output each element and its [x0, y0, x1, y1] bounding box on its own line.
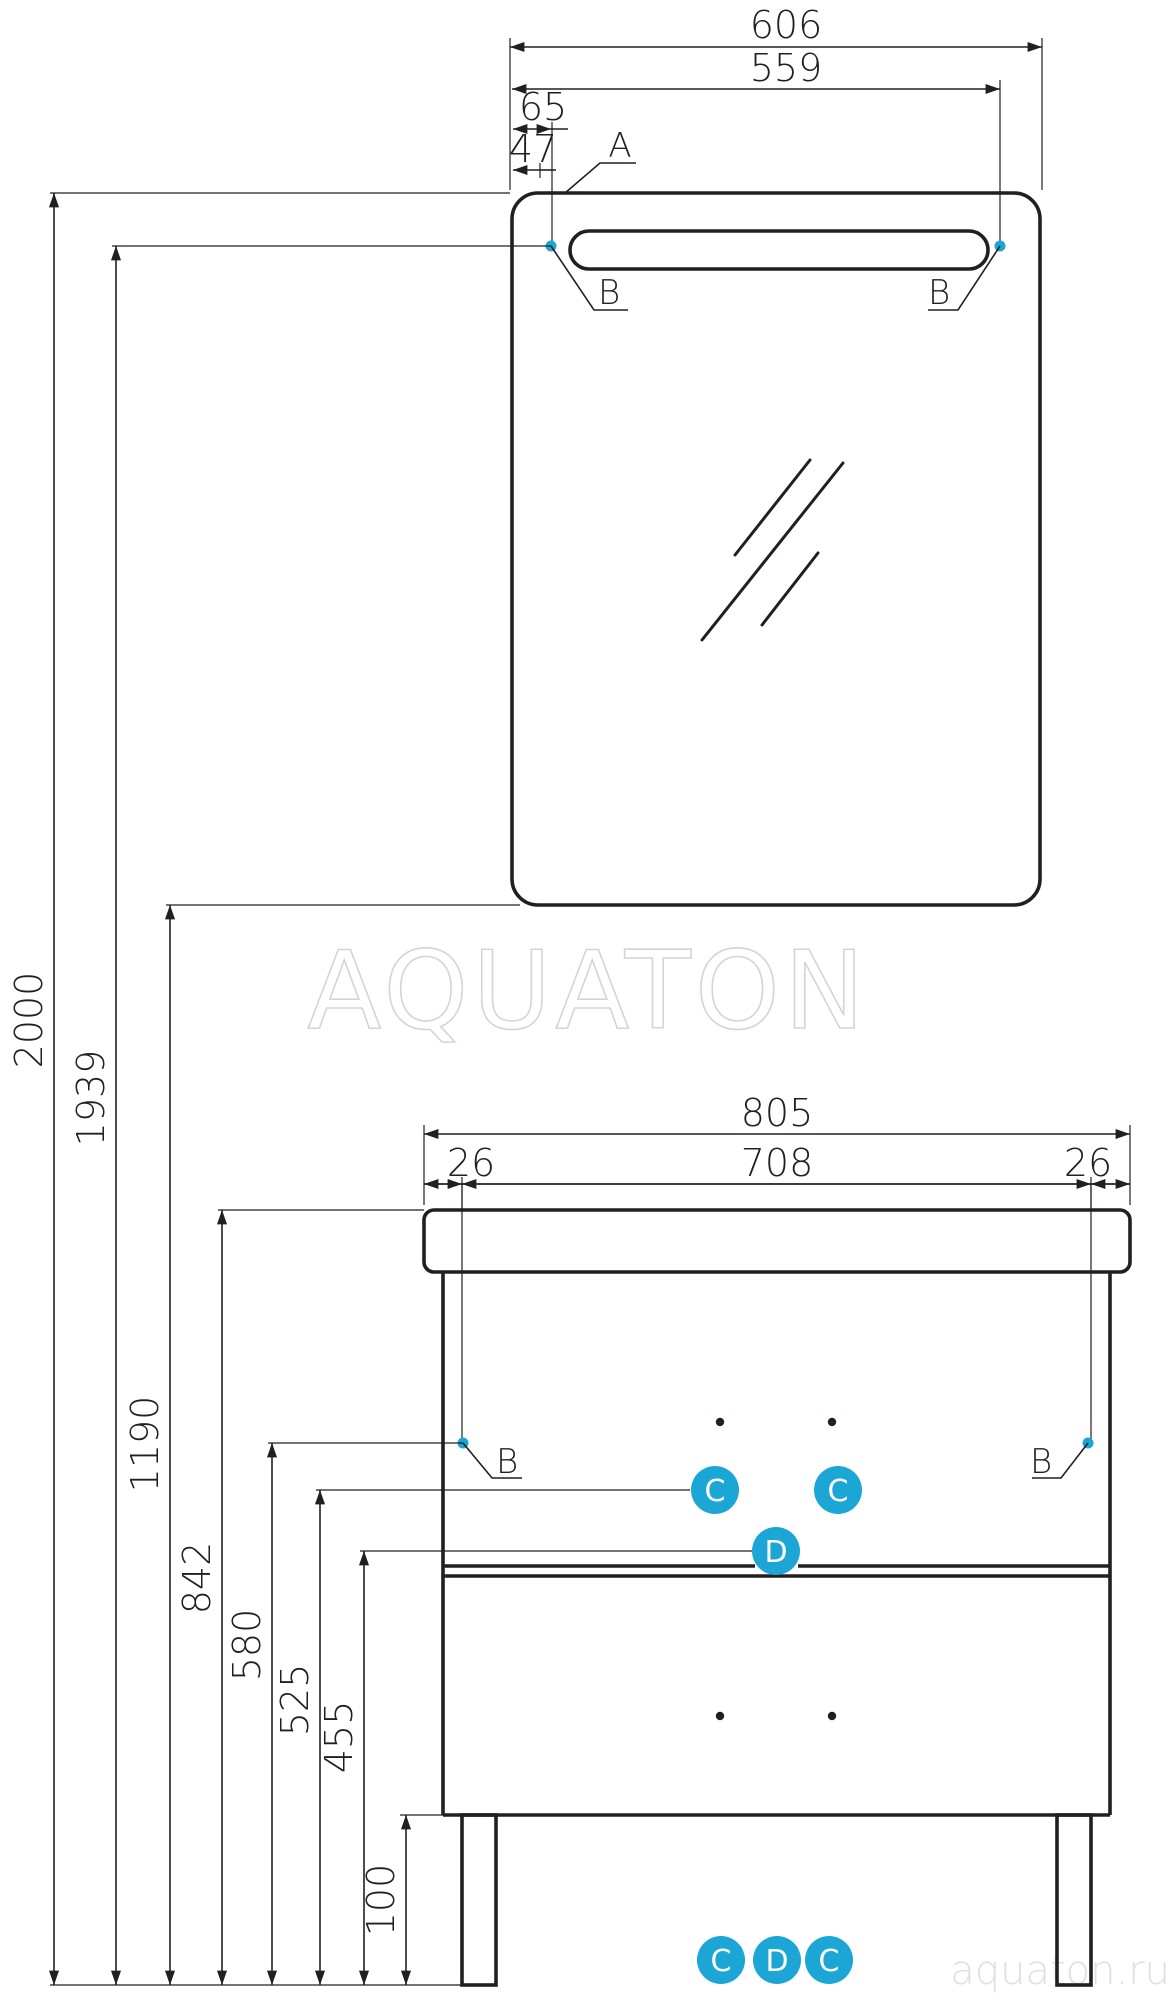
mirror: [510, 191, 1042, 907]
label-b-mirror-right: B: [928, 273, 950, 313]
dim-455: 455: [317, 1701, 361, 1774]
dim-805: 805: [741, 1091, 814, 1135]
svg-text:C: C: [705, 1474, 726, 1509]
dim-559: 559: [750, 46, 823, 90]
connection-markers: C C D C D C: [691, 1466, 862, 1984]
watermark-brand: AQUATON: [307, 929, 868, 1054]
mirror-mount-points: B B: [545, 240, 1006, 313]
floor-c-left: C: [697, 1936, 745, 1984]
floor-c-right: C: [805, 1936, 853, 1984]
label-b-mirror-left: B: [598, 273, 620, 313]
svg-text:D: D: [765, 1944, 788, 1979]
vanity-leg-right: [1055, 1813, 1093, 1987]
dim-65: 65: [519, 85, 567, 129]
vanity-basin-top: [422, 1208, 1132, 1274]
vanity-leg-left: [460, 1813, 498, 1987]
dim-26-left: 26: [447, 1141, 495, 1185]
dim-708: 708: [741, 1141, 814, 1185]
label-b-vanity-right: B: [1030, 1442, 1052, 1482]
mirror-glare: [700, 458, 845, 642]
vanity-dimensions: 805 26 708 26: [423, 1091, 1131, 1443]
dim-47: 47: [509, 127, 557, 171]
mirror-light-slot: [568, 229, 990, 271]
height-dimensions: 2000 1939 1190 842 580 525 455 100: [7, 192, 752, 1985]
dim-1190: 1190: [123, 1396, 167, 1493]
dim-842: 842: [175, 1542, 219, 1615]
watermark-site: aquaton.ru: [950, 1948, 1170, 1994]
label-a: A: [608, 126, 631, 166]
label-b-vanity-left: B: [496, 1442, 518, 1482]
svg-text:C: C: [828, 1474, 849, 1509]
drain-d: D: [752, 1527, 800, 1575]
mirror-frame: [510, 191, 1042, 907]
svg-text:C: C: [819, 1944, 840, 1979]
connection-c-left: C: [691, 1466, 739, 1514]
svg-text:D: D: [764, 1535, 787, 1570]
svg-text:C: C: [711, 1944, 732, 1979]
dim-525: 525: [273, 1664, 317, 1737]
dim-2000: 2000: [7, 972, 51, 1069]
dim-606: 606: [750, 3, 823, 47]
handle-dots: [715, 1417, 837, 1721]
dim-100: 100: [359, 1864, 403, 1937]
dim-580: 580: [225, 1609, 269, 1682]
dim-1939: 1939: [69, 1050, 113, 1147]
mirror-dimensions: 606 559 65 47 A: [509, 3, 1043, 245]
vanity: [422, 1208, 1132, 1987]
dim-26-right: 26: [1064, 1141, 1112, 1185]
vanity-mount-points: B B: [457, 1437, 1094, 1482]
connection-c-right: C: [814, 1466, 862, 1514]
floor-d: D: [753, 1936, 801, 1984]
